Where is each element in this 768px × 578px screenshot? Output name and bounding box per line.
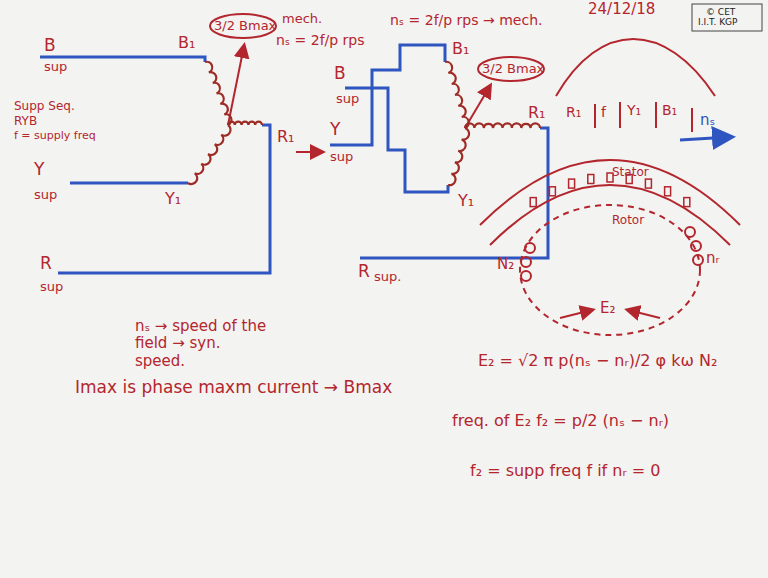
handwritten-label: Y [34,160,44,180]
handwritten-label: f = supply freq [14,130,96,143]
handwritten-label: sup [336,92,359,107]
handwritten-label: 3/2 Bmax [482,62,544,77]
handwritten-label: B [44,36,56,56]
slot-mark [588,175,594,184]
slot-mark [569,179,575,188]
note-text: Imax is phase maxm current → Bmax [75,378,392,398]
handwritten-label: Y₁ [627,102,641,118]
handwritten-label: B [334,64,346,84]
handwritten-label: RYB [14,115,37,129]
note-text: nₛ → speed of the field → syn. speed. [135,318,275,370]
handwritten-label: Y [330,120,340,140]
coil-symbol [205,62,231,125]
handwritten-label: nᵣ [706,250,719,267]
handwritten-label: Rotor [612,214,644,228]
equation: freq. of E₂ f₂ = p/2 (nₛ − nᵣ) [452,412,669,430]
slot-mark [530,198,536,207]
handwritten-label: E₂ [600,300,616,317]
winding-coils [188,62,540,185]
handwritten-label: nₛ [700,112,715,129]
slot-mark [684,198,690,207]
field-arrows [210,14,544,152]
handwritten-label: R₁ [566,104,581,120]
equation: E₂ = √2 π p(nₛ − nᵣ)/2 φ kω N₂ [478,352,717,370]
coil-symbol [445,62,469,128]
handwritten-label: sup [40,280,63,295]
handwritten-label: f [601,104,606,120]
date-note: 24/12/18 [588,1,655,18]
handwritten-label: Stator [612,166,649,180]
field-rotation-arrow [680,137,730,140]
handwritten-label: sup [330,150,353,165]
handwritten-label: nₛ = 2f/p rps [276,32,365,48]
watermark: I.I.T. KGP [698,17,738,27]
handwritten-label: Supp Seq. [14,100,75,114]
stator-rotor [480,39,740,335]
coil-symbol [448,128,469,185]
stator-slots [530,173,690,207]
watermark-box [692,4,762,31]
handwritten-label: R₁ [528,104,546,122]
equation: f₂ = supp freq f if nᵣ = 0 [470,462,660,480]
handwritten-label: nₛ = 2f/p rps → mech. [390,12,542,28]
handwritten-label: B₁ [662,102,677,118]
slot-mark [645,179,651,188]
handwritten-label: Y₁ [165,190,181,208]
handwritten-label: 3/2 Bmax [214,19,276,34]
coil-symbol [228,122,262,125]
slot-mark [665,187,671,196]
handwritten-label: B₁ [452,40,469,58]
slot-mark [549,187,555,196]
handwritten-label: sup. [374,270,401,285]
watermark: © CET [706,7,735,17]
handwritten-label: Y₁ [458,192,474,210]
coil-symbol [465,123,540,128]
handwritten-label: sup [44,60,67,75]
handwritten-label: B₁ [178,34,195,52]
handwritten-label: sup [34,188,57,203]
handwritten-label: N₂ [497,256,514,273]
supply-wires [40,45,548,273]
handwritten-label: R [40,254,52,274]
handwritten-label: R [358,262,370,282]
coil-symbol [188,125,231,184]
handwritten-label: R₁ [277,128,295,146]
handwritten-label: mech. [282,12,322,27]
